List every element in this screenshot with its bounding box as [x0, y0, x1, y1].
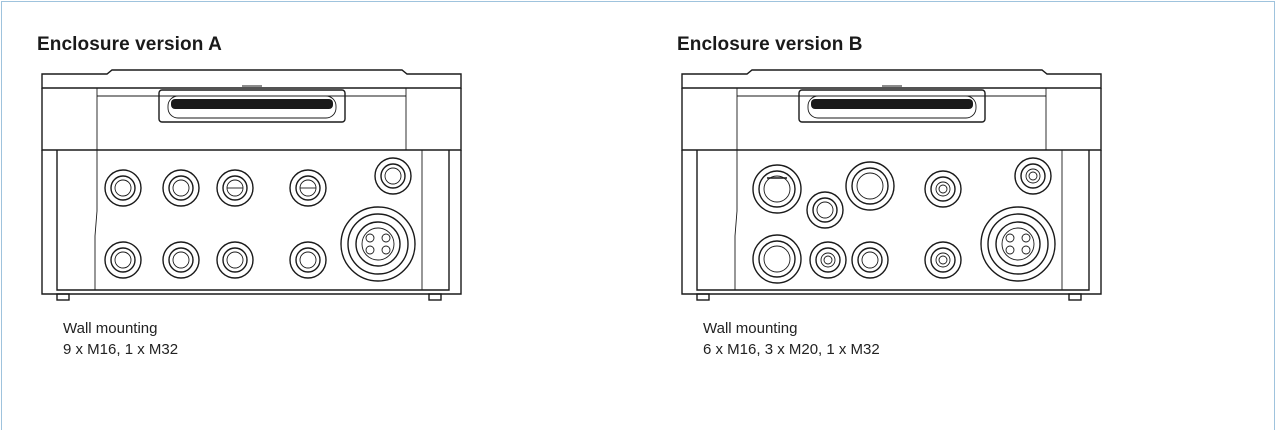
cable-gland-m16 — [374, 157, 412, 195]
cable-gland-m16 — [851, 241, 889, 279]
cable-gland-m16 — [216, 241, 254, 279]
cable-gland-m20 — [752, 234, 802, 284]
caption-glands: 6 x M16, 3 x M20, 1 x M32 — [703, 341, 880, 358]
cable-gland-m16 — [924, 170, 962, 208]
cable-gland-m32 — [980, 206, 1056, 282]
caption: Wall mounting 9 x M16, 1 x M32 — [63, 318, 178, 360]
cable-gland-m16 — [104, 241, 142, 279]
caption-glands: 9 x M16, 1 x M32 — [63, 341, 179, 358]
cable-gland-m16 — [1014, 157, 1052, 195]
cable-gland-m16 — [924, 241, 962, 279]
cable-gland-m16 — [104, 169, 142, 207]
caption-mounting: Wall mounting — [703, 320, 798, 337]
cable-gland-m16 — [806, 191, 844, 229]
cable-gland-m16 — [216, 169, 254, 207]
panel-title: Enclosure version A — [37, 34, 222, 55]
cable-gland-m32 — [340, 206, 416, 282]
cable-gland-m16 — [809, 241, 847, 279]
cable-gland-m16 — [162, 169, 200, 207]
cable-gland-m16 — [289, 241, 327, 279]
caption: Wall mounting 6 x M16, 3 x M20, 1 x M32 — [703, 318, 880, 360]
caption-mounting: Wall mounting — [63, 320, 158, 337]
panel-title: Enclosure version B — [677, 34, 863, 55]
cable-gland-m16 — [289, 169, 327, 207]
enclosure-a-drawing — [41, 69, 462, 301]
cable-gland-m20 — [845, 161, 895, 211]
cable-gland-m16 — [162, 241, 200, 279]
cable-gland-m20 — [752, 164, 802, 214]
enclosure-b-drawing — [681, 69, 1102, 301]
